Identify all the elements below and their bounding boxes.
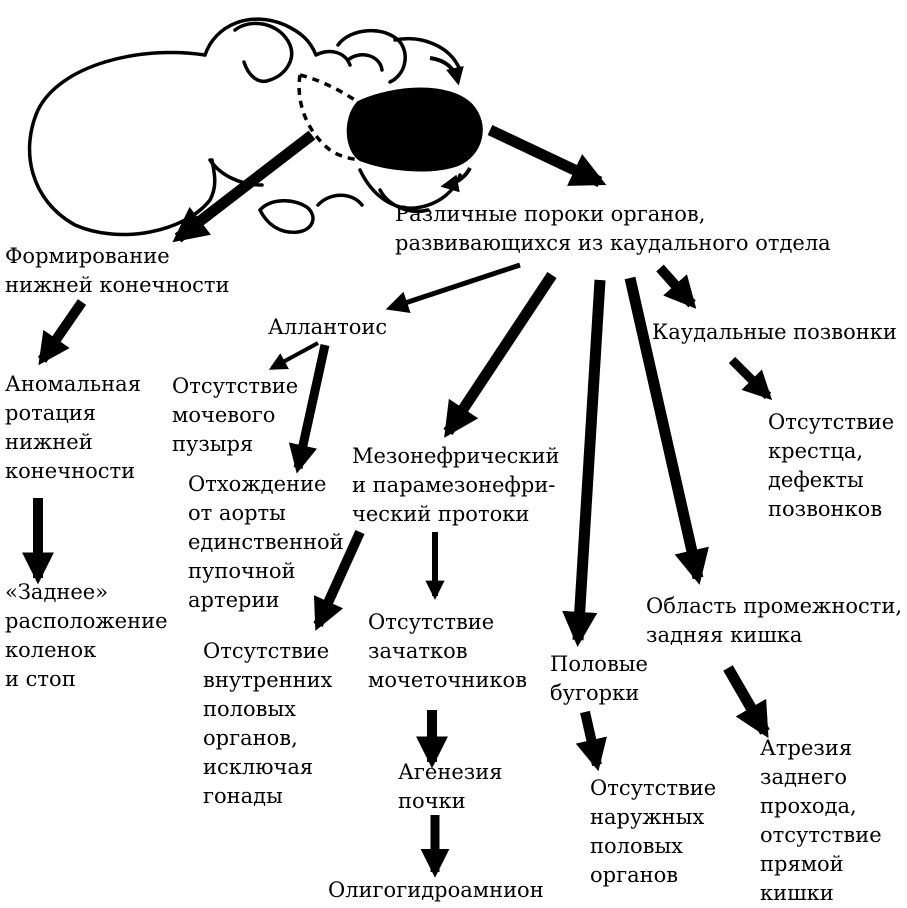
arrow-to-single-artery [288, 344, 330, 474]
arrow-to-no-bladder [268, 341, 319, 370]
arrow-to-caudal-vertebrae [656, 264, 697, 309]
label-line: Отсутствие [368, 610, 495, 634]
label-line: ческий протоки [352, 502, 530, 526]
label-no-internal-organs: Отсутствие внутренних половых органов, и… [203, 637, 333, 811]
label-line: половых [203, 697, 297, 721]
arrow-to-abnormal-rotation [37, 299, 87, 366]
arrow-to-no-sacrum [728, 356, 773, 401]
label-no-sacrum: Отсутствие крестца, дефекты позвонков [768, 408, 894, 524]
label-no-ureter-buds: Отсутствие зачатков мочеточников [368, 608, 527, 695]
embryo-head [27, 50, 217, 237]
label-line: Аномальная [5, 372, 141, 396]
label-line: и парамезонефри- [352, 473, 556, 497]
arrow-to-perineum [624, 276, 709, 585]
label-line: Различные пороки органов, [395, 202, 706, 226]
label-line: нижней конечности [5, 273, 230, 297]
label-line: отсутствие [760, 823, 882, 847]
label-line: прямой [760, 852, 844, 876]
label-line: конечности [5, 459, 136, 483]
label-no-bladder: Отсутствие мочевого пузыря [172, 372, 298, 459]
label-line: коленок [5, 638, 97, 662]
arrow-to-anal-atresia [723, 665, 770, 739]
label-single-artery: Отхождение от аорты единственной пупочно… [188, 470, 344, 615]
label-genital-tubercles: Половые бугорки [550, 650, 648, 708]
arrow-to-root [487, 125, 607, 187]
label-allantois: Аллантоис [268, 313, 387, 342]
embryo-back [203, 17, 352, 67]
label-line: Область промежности, [646, 594, 903, 618]
arrow-to-mesonephric [443, 271, 557, 438]
label-line: Половые [550, 652, 648, 676]
label-line: пупочной [188, 559, 296, 583]
label-perineum: Область промежности, задняя кишка [646, 592, 902, 650]
label-line: пузыря [172, 432, 254, 456]
arrows [21, 125, 773, 878]
embryo-limb-bud [336, 28, 407, 84]
label-line: почки [398, 789, 466, 813]
label-line: ротация [5, 401, 96, 425]
label-line: мочевого [172, 403, 276, 427]
label-line: Отхождение [188, 472, 327, 496]
label-line: Отсутствие [590, 776, 717, 800]
label-line: крестца, [768, 439, 864, 463]
label-line: Отсутствие [203, 639, 330, 663]
label-line: мочеточников [368, 668, 528, 692]
label-line: и стоп [5, 667, 76, 691]
label-line: наружных [590, 805, 705, 829]
label-root: Различные пороки органов, развивающихся … [395, 200, 831, 258]
label-line: Отсутствие [768, 410, 895, 434]
label-line: артерии [188, 588, 280, 612]
label-kidney-agenesis: Агенезия почки [398, 758, 502, 816]
embryo-upper-limb [233, 21, 294, 83]
label-line: развивающихся из каудального отдела [395, 231, 831, 255]
label-line: Агенезия [398, 760, 503, 784]
label-line: от аорты [188, 501, 286, 525]
label-line: половых [590, 834, 684, 858]
label-line: «Заднее» [5, 580, 109, 604]
label-line: Атрезия [760, 736, 853, 760]
label-line: органов, [203, 726, 298, 750]
label-line: Аллантоис [268, 315, 388, 339]
label-line: позвонков [768, 497, 883, 521]
label-line: кишки [760, 881, 834, 905]
label-line: бугорки [550, 681, 640, 705]
label-line: Олигогидроамнион [328, 878, 544, 902]
label-line: Отсутствие [172, 374, 299, 398]
label-line: дефекты [768, 468, 864, 492]
label-line: Мезонефрический [352, 444, 560, 468]
label-line: единственной [188, 530, 344, 554]
arrow-to-allantois [385, 262, 521, 314]
arrow-to-genital-tubercles [562, 279, 606, 648]
label-line: органов [590, 863, 679, 887]
caudal-region-shape [346, 87, 483, 172]
arrow-to-no-external-organs [575, 710, 607, 772]
label-no-external-organs: Отсутствие наружных половых органов [590, 774, 716, 890]
label-line: Каудальные позвонки [652, 320, 897, 344]
label-line: задняя кишка [646, 623, 803, 647]
arrow-to-no-internal-organs [313, 529, 365, 631]
arrow-to-limb-formation [172, 130, 316, 243]
label-line: гонады [203, 784, 283, 808]
label-line: заднего [760, 765, 847, 789]
label-caudal-vertebrae: Каудальные позвонки [652, 318, 897, 347]
label-abnormal-rotation: Аномальная ротация нижней конечности [5, 370, 141, 486]
small-arrow-bottom [440, 167, 472, 193]
label-oligohydramnios: Олигогидроамнион [328, 876, 544, 905]
label-line: прохода, [760, 794, 857, 818]
label-line: нижней [5, 430, 93, 454]
label-anal-atresia: Атрезия заднего прохода, отсутствие прям… [760, 734, 882, 908]
embryo-illustration [27, 17, 462, 237]
label-limb-formation: Формирование нижней конечности [5, 242, 230, 300]
label-line: Формирование [5, 244, 170, 268]
label-mesonephric: Мезонефрический и парамезонефри- ческий … [352, 442, 560, 529]
label-line: расположение [5, 609, 168, 633]
label-line: внутренних [203, 668, 333, 692]
label-posterior-position: «Заднее» расположение коленок и стоп [5, 578, 168, 694]
small-arrow-top [429, 56, 464, 86]
label-line: исключая [203, 755, 314, 779]
label-line: зачатков [368, 639, 468, 663]
